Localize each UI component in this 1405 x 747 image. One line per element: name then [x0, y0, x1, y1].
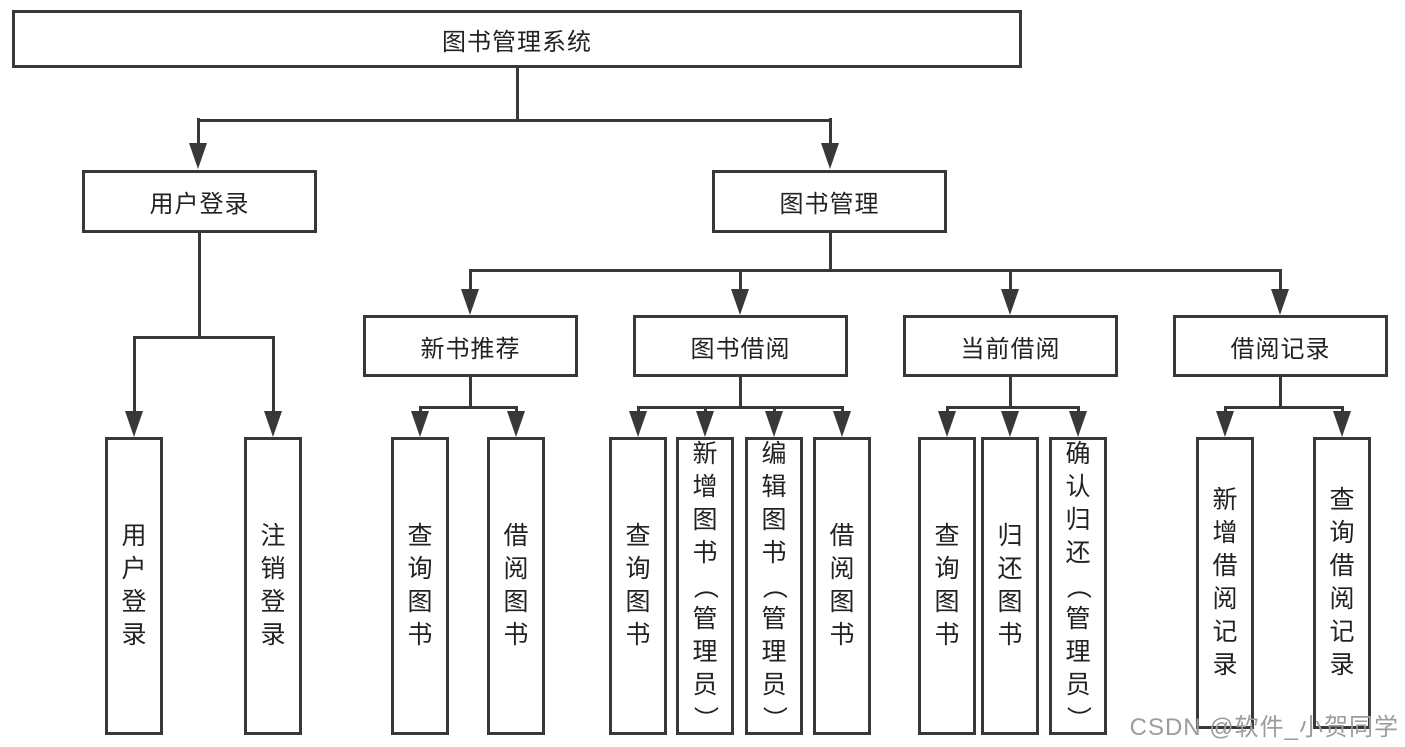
- connector-line: [738, 377, 742, 409]
- connector-line: [1008, 377, 1012, 409]
- leaf-borrow-books-recommend: 借阅图书: [487, 437, 545, 735]
- leaf-query-borrow-record: 查询借阅记录: [1313, 437, 1371, 729]
- arrow-down-icon: [1216, 411, 1234, 437]
- leaf-query-books-current: 查询图书: [918, 437, 976, 735]
- arrow-down-icon: [938, 411, 956, 437]
- connector-line: [828, 233, 832, 272]
- connector-line: [828, 118, 832, 146]
- node-library-system: 图书管理系统: [12, 10, 1022, 68]
- csdn-watermark: CSDN @软件_小贺同学: [1129, 714, 1399, 741]
- connector-line: [945, 406, 1080, 409]
- connector-line: [196, 118, 832, 122]
- leaf-confirm-return-admin: 确认归还（管理员）: [1049, 437, 1107, 735]
- connector-line: [738, 269, 742, 293]
- connector-line: [271, 336, 275, 414]
- arrow-down-icon: [1333, 411, 1351, 437]
- arrow-down-icon: [507, 411, 525, 437]
- arrow-down-icon: [461, 289, 479, 315]
- node-current-borrowing: 当前借阅: [903, 315, 1118, 377]
- connector-line: [468, 269, 472, 293]
- leaf-add-book-admin: 新增图书（管理员）: [676, 437, 734, 735]
- arrow-down-icon: [189, 143, 207, 169]
- leaf-return-book: 归还图书: [981, 437, 1039, 735]
- arrow-down-icon: [1001, 289, 1019, 315]
- arrow-down-icon: [833, 411, 851, 437]
- node-user-login: 用户登录: [82, 170, 317, 233]
- node-new-book-recommend: 新书推荐: [363, 315, 578, 377]
- connector-line: [197, 233, 201, 339]
- connector-line: [132, 336, 275, 339]
- arrow-down-icon: [696, 411, 714, 437]
- leaf-user-login: 用户登录: [105, 437, 163, 735]
- leaf-borrow-books: 借阅图书: [813, 437, 871, 735]
- arrow-down-icon: [821, 143, 839, 169]
- connector-line: [1278, 377, 1282, 409]
- leaf-add-borrow-record: 新增借阅记录: [1196, 437, 1254, 729]
- node-borrow-records: 借阅记录: [1173, 315, 1388, 377]
- arrow-down-icon: [411, 411, 429, 437]
- arrow-down-icon: [264, 411, 282, 437]
- connector-line: [468, 269, 1282, 272]
- arrow-down-icon: [125, 411, 143, 437]
- arrow-down-icon: [1271, 289, 1289, 315]
- connector-line: [196, 118, 200, 146]
- arrow-down-icon: [765, 411, 783, 437]
- connector-line: [132, 336, 136, 414]
- leaf-edit-book-admin: 编辑图书（管理员）: [745, 437, 803, 735]
- arrow-down-icon: [731, 289, 749, 315]
- arrow-down-icon: [1069, 411, 1087, 437]
- leaf-query-books-recommend: 查询图书: [391, 437, 449, 735]
- connector-line: [468, 377, 472, 409]
- leaf-query-books-borrowing: 查询图书: [609, 437, 667, 735]
- connector-line: [1278, 269, 1282, 293]
- arrow-down-icon: [1001, 411, 1019, 437]
- leaf-logout: 注销登录: [244, 437, 302, 735]
- connector-line: [1008, 269, 1012, 293]
- connector-line: [1223, 406, 1344, 409]
- node-book-borrowing: 图书借阅: [633, 315, 848, 377]
- connector-line: [418, 406, 518, 409]
- node-book-management: 图书管理: [712, 170, 947, 233]
- arrow-down-icon: [629, 411, 647, 437]
- connector-line: [515, 68, 519, 122]
- connector-line: [636, 406, 844, 409]
